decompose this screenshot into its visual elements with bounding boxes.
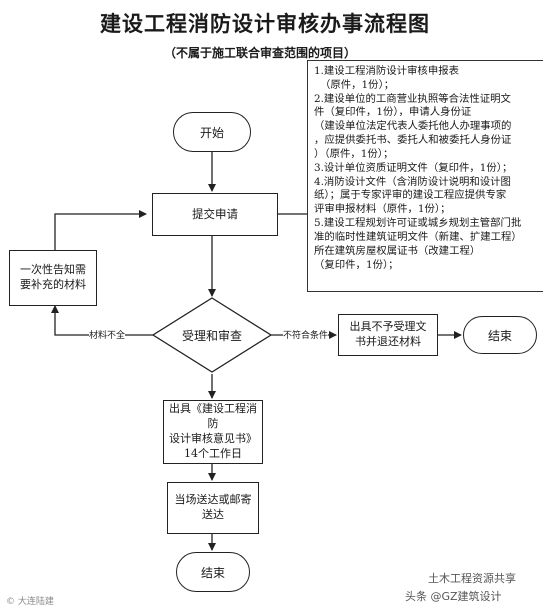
end-node-right: 结束: [463, 316, 537, 354]
supplement-line-2: 要补充的材料: [20, 278, 86, 291]
edge-label-incomplete: 材料不全: [89, 328, 126, 341]
submit-label: 提交申请: [192, 206, 238, 221]
note-line: （原件，1份）；: [320, 78, 395, 91]
note-line: 4.消防设计文件（含消防设计说明和设计图: [314, 175, 511, 188]
note-line: （建设单位法定代表人委托他人办理事项的: [314, 120, 512, 133]
deliver-line-2: 送达: [202, 508, 224, 521]
note-line: 准的临时性建筑证明文件（新建、扩建工程）: [314, 230, 522, 243]
opinion-line-1: 出具《建设工程消防: [169, 402, 257, 431]
decision-label: 受理和审查: [181, 329, 242, 343]
watermark-bottom-right-1: 土木工程资源共享: [428, 572, 516, 585]
start-label: 开始: [199, 125, 224, 140]
note-line: （复印件，1份）；: [314, 258, 399, 271]
deliver-line-1: 当场送达或邮寄: [174, 493, 252, 507]
edge-supplement-submit: [54, 210, 147, 250]
note-line: 件（复印件，1份），申请人身份证: [314, 106, 472, 119]
delivery-box: 当场送达或邮寄 送达: [167, 482, 259, 534]
start-node: 开始: [173, 112, 251, 152]
submit-application-box: 提交申请: [152, 193, 278, 236]
page-title: 建设工程消防设计审核办事流程图: [100, 11, 430, 36]
note-line: 所在建筑房屋权属证书（改建工程）: [314, 244, 481, 257]
opinion-line-3: 14个工作日: [184, 446, 242, 460]
watermark-bottom-right-2: 头条 @GZ建筑设计: [405, 590, 502, 603]
rejection-notice-box: 出具不予受理文 书并退还材料: [338, 314, 438, 356]
supplement-line-1: 一次性告知需: [20, 263, 86, 277]
supplement-materials-box: 一次性告知需 要补充的材料: [9, 250, 97, 306]
note-line: 3.设计单位资质证明文件（复印件，1份）；: [314, 161, 513, 174]
end-node-bottom: 结束: [176, 552, 250, 592]
reject-line-2: 书并退还材料: [355, 335, 421, 348]
page-subtitle: （不属于施工联合审查范围的项目）: [163, 46, 356, 60]
note-line: 评审申报材料（原件，1份）；: [314, 203, 451, 216]
note-line: 5.建设工程规划许可证或城乡规划主管部门批: [314, 217, 522, 230]
note-line: 1.建设工程消防设计审核申报表: [314, 65, 459, 77]
requirements-note: 1.建设工程消防设计审核申报表 （原件，1份）； 2.建设单位的工商营业执照等合…: [307, 60, 543, 292]
note-line: ）（原件，1份）；: [314, 147, 394, 160]
issue-opinion-box: 出具《建设工程消防 设计审核意见书》 14个工作日: [163, 400, 263, 464]
reject-line-1: 出具不予受理文: [349, 320, 427, 334]
decision-diamond: [151, 297, 273, 373]
end-bottom-label: 结束: [200, 565, 225, 580]
watermark-bottom-left: © 大连陆建: [6, 597, 54, 607]
opinion-line-2: 设计审核意见书》: [169, 432, 257, 445]
note-line: 2.建设单位的工商营业执照等合法性证明文: [314, 92, 511, 105]
end-right-label: 结束: [487, 328, 512, 343]
edge-label-not-compliant: 不符合条件: [283, 328, 329, 341]
note-line: ，应提供委托书、委托人和被委托人身份证: [314, 134, 512, 147]
note-line: 纸）；属于专家评审的建设工程应提供专家: [314, 189, 507, 202]
